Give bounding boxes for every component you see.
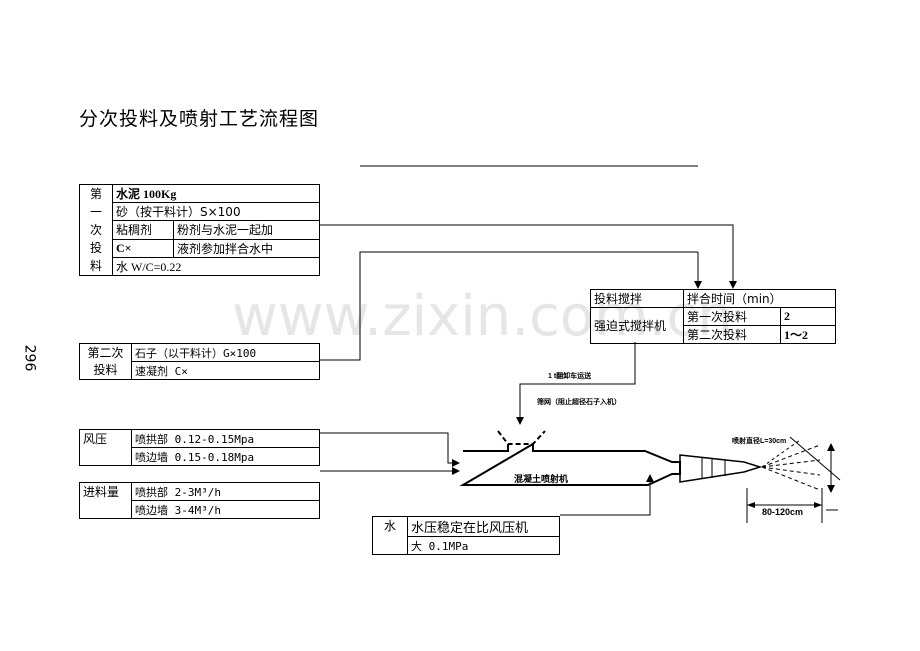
wind-pressure-label: 风压	[79, 429, 132, 466]
mixing-col2-header: 拌合时间（min）	[683, 289, 836, 308]
hopper	[497, 430, 546, 445]
powder-note-cell: 粉剂与水泥一起加	[172, 220, 321, 240]
transport-label: 1 t翻卸车运送	[548, 373, 592, 380]
page-title: 分次投料及喷射工艺流程图	[79, 108, 320, 130]
first-stage-header: 第 一 次 投 料	[79, 184, 113, 276]
water-ratio-cell: 水 W/C=0.22	[112, 256, 320, 277]
spray-diameter-label: 喷射直径L=30cm	[732, 438, 787, 445]
first-feed-value: 2	[780, 307, 836, 326]
mixer-cell: 强迫式搅拌机	[590, 307, 684, 344]
mixing-table: 投料搅拌 拌合时间（min） 强迫式搅拌机 第一次投料 2 第二次投料 1～2	[590, 289, 836, 344]
sticky-agent-cell: 粘稠剂	[112, 220, 174, 240]
sand-cell: 砂（按干料计）S×100	[112, 202, 320, 222]
spray-machine	[459, 442, 681, 486]
first-stage-connector	[320, 224, 737, 289]
sticky-c-cell: C×	[112, 238, 174, 258]
water-line2: 大 0.1MPa	[407, 536, 560, 555]
second-stage-connector	[320, 251, 698, 361]
wind-arch-cell: 喷拱部 0.12-0.15Mpa	[131, 429, 320, 448]
water-line1: 水压稳定在比风压机	[407, 516, 560, 537]
feed-wall-cell: 喷边墙 3-4M³/h	[131, 500, 320, 519]
diameter-leader	[789, 436, 841, 481]
liquid-note-cell: 液剂参加拌合水中	[172, 238, 321, 258]
mixing-col1-header: 投料搅拌	[590, 289, 684, 308]
water-box: 水 水压稳定在比风压机 大 0.1MPa	[372, 516, 560, 555]
nozzle	[679, 454, 763, 483]
second-stage-box: 第二次投料 石子（以干料计）G×100 速凝剂 C×	[79, 343, 320, 380]
screen-label: 筛网（阻止超径石子入机）	[537, 399, 621, 406]
second-feed-label: 第二次投料	[683, 325, 781, 344]
feed-rate-box: 进料量 喷拱部 2-3M³/h 喷边墙 3-4M³/h	[79, 482, 320, 519]
distance-label: 80-120cm	[762, 507, 804, 517]
second-stage-header: 第二次投料	[79, 343, 132, 380]
first-feed-label: 第一次投料	[683, 307, 781, 326]
water-label: 水	[372, 516, 408, 555]
spray-cone	[761, 444, 821, 468]
feed-arch-cell: 喷拱部 2-3M³/h	[131, 482, 320, 501]
first-stage-box: 第 一 次 投 料 水泥 100Kg 砂（按干料计）S×100 粘稠剂 粉剂与水…	[79, 183, 321, 277]
feed-rate-label: 进料量	[79, 482, 132, 519]
water-connector	[560, 474, 654, 516]
second-feed-value: 1～2	[780, 325, 836, 344]
wind-connector	[320, 432, 460, 467]
stone-cell: 石子（以干料计）G×100	[131, 343, 320, 362]
wind-wall-cell: 喷边墙 0.15-0.18Mpa	[131, 447, 320, 466]
transport-connector	[516, 342, 636, 425]
accelerator-cell: 速凝剂 C×	[131, 361, 320, 380]
cement-cell: 水泥 100Kg	[112, 183, 320, 204]
machine-label: 混凝土喷射机	[514, 474, 569, 484]
wind-pressure-box: 风压 喷拱部 0.12-0.15Mpa 喷边墙 0.15-0.18Mpa	[79, 429, 320, 466]
